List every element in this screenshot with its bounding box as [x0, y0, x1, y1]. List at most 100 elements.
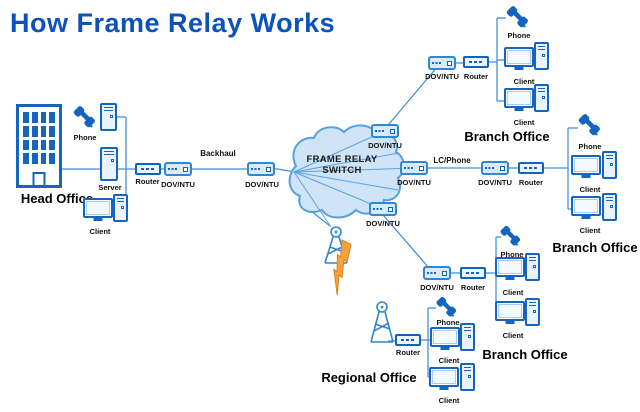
- lightning-bolt-icon: [333, 239, 352, 296]
- backhaul-link-label: Backhaul: [200, 149, 236, 158]
- dovntu-device: [423, 266, 451, 280]
- dovntu-label: DOV/NTU: [161, 180, 195, 189]
- dovntu-label: DOV/NTU: [420, 283, 454, 292]
- dovntu-label: DOV/NTU: [366, 219, 400, 228]
- regional-office-label: Regional Office: [321, 370, 417, 385]
- dovntu-device: [428, 56, 456, 70]
- server-icon: [100, 147, 118, 181]
- modem-lights-icon: [373, 208, 382, 210]
- cloud-label-line1: FRAME RELAY: [306, 154, 378, 165]
- client-tower-icon: [534, 84, 549, 112]
- router-device: [460, 267, 486, 279]
- radio-tower-icon: [370, 301, 394, 343]
- modem-port-icon: [442, 270, 447, 276]
- client-label: Client: [438, 396, 460, 405]
- phone-icon: [436, 296, 457, 317]
- modem-lights-icon: [432, 62, 441, 64]
- phone-label: Phone: [436, 318, 460, 327]
- modem-lights-icon: [404, 167, 413, 169]
- page-title: How Frame Relay Works: [10, 8, 336, 38]
- branch-office-right-label: Branch Office: [552, 240, 638, 255]
- client-monitor-icon: [504, 88, 534, 108]
- client-monitor-icon: [429, 367, 459, 387]
- client-tower-icon: [602, 193, 617, 221]
- router-ports-icon: [523, 167, 539, 169]
- phone-label: Phone: [73, 133, 97, 142]
- phone-icon: [500, 225, 521, 246]
- router-device: [518, 162, 544, 174]
- dovntu-label: DOV/NTU: [245, 180, 279, 189]
- modem-lights-icon: [251, 168, 260, 170]
- phone-label: Phone: [500, 250, 524, 259]
- router-device: [395, 334, 421, 346]
- client-label: Client: [579, 226, 601, 235]
- client-label: Client: [513, 77, 535, 86]
- client-label: Client: [438, 356, 460, 365]
- client-tower-icon: [525, 253, 540, 281]
- head-office-building-icon: [16, 104, 62, 188]
- building-door: [32, 172, 46, 185]
- modem-port-icon: [390, 128, 395, 134]
- cloud-label-line2: SWITCH: [322, 165, 362, 176]
- modem-lights-icon: [485, 167, 494, 169]
- router-label: Router: [395, 348, 421, 357]
- client-monitor-icon: [430, 327, 460, 347]
- dovntu-label: DOV/NTU: [425, 72, 459, 81]
- frame-relay-cloud: [288, 124, 415, 228]
- router-label: Router: [460, 283, 486, 292]
- router-device: [135, 163, 161, 175]
- branch-office-bottom-label: Branch Office: [482, 347, 568, 362]
- modem-port-icon: [266, 166, 271, 172]
- switch-fan-lines: [293, 130, 415, 228]
- client-monitor-icon: [571, 196, 601, 216]
- building-windows: [23, 112, 55, 164]
- client-tower-icon: [534, 42, 549, 70]
- client-monitor-icon: [504, 47, 534, 67]
- client-label: Client: [89, 227, 111, 236]
- modem-port-icon: [500, 165, 505, 171]
- router-label: Router: [463, 72, 489, 81]
- modem-lights-icon: [168, 168, 177, 170]
- head-office-label: Head Office: [20, 191, 94, 206]
- phone-label: Phone: [507, 31, 531, 40]
- dovntu-label: DOV/NTU: [368, 141, 402, 150]
- router-label: Router: [518, 178, 544, 187]
- modem-port-icon: [419, 165, 424, 171]
- lc-phone-link-label: LC/Phone: [433, 156, 471, 165]
- router-ports-icon: [140, 168, 156, 170]
- modem-lights-icon: [375, 130, 384, 132]
- server-label: Server: [98, 183, 122, 192]
- client-tower-icon: [602, 151, 617, 179]
- modem-port-icon: [447, 60, 452, 66]
- dovntu-device: [481, 161, 509, 175]
- client-monitor-icon: [495, 301, 525, 321]
- modem-port-icon: [183, 166, 188, 172]
- client-label: Client: [579, 185, 601, 194]
- dovntu-label: DOV/NTU: [478, 178, 512, 187]
- router-ports-icon: [465, 272, 481, 274]
- modem-lights-icon: [427, 272, 436, 274]
- client-tower-icon: [113, 194, 128, 222]
- router-ports-icon: [468, 61, 484, 63]
- client-label: Client: [502, 288, 524, 297]
- dovntu-device: [164, 162, 192, 176]
- dovntu-device: [400, 161, 428, 175]
- phone-label: Phone: [578, 142, 602, 151]
- client-tower-icon: [525, 298, 540, 326]
- client-tower-icon: [460, 323, 475, 351]
- dovntu-device: [371, 124, 399, 138]
- router-ports-icon: [400, 339, 416, 341]
- router-label: Router: [135, 177, 160, 186]
- router-device: [463, 56, 489, 68]
- dovntu-label: DOV/NTU: [397, 178, 431, 187]
- desktop-tower-icon: [100, 103, 117, 131]
- client-monitor-icon: [571, 155, 601, 175]
- branch-office-top-label: Branch Office: [464, 129, 550, 144]
- dovntu-device: [247, 162, 275, 176]
- dovntu-device: [369, 202, 397, 216]
- phone-icon: [506, 6, 528, 28]
- client-label: Client: [502, 331, 524, 340]
- client-label: Client: [513, 118, 535, 127]
